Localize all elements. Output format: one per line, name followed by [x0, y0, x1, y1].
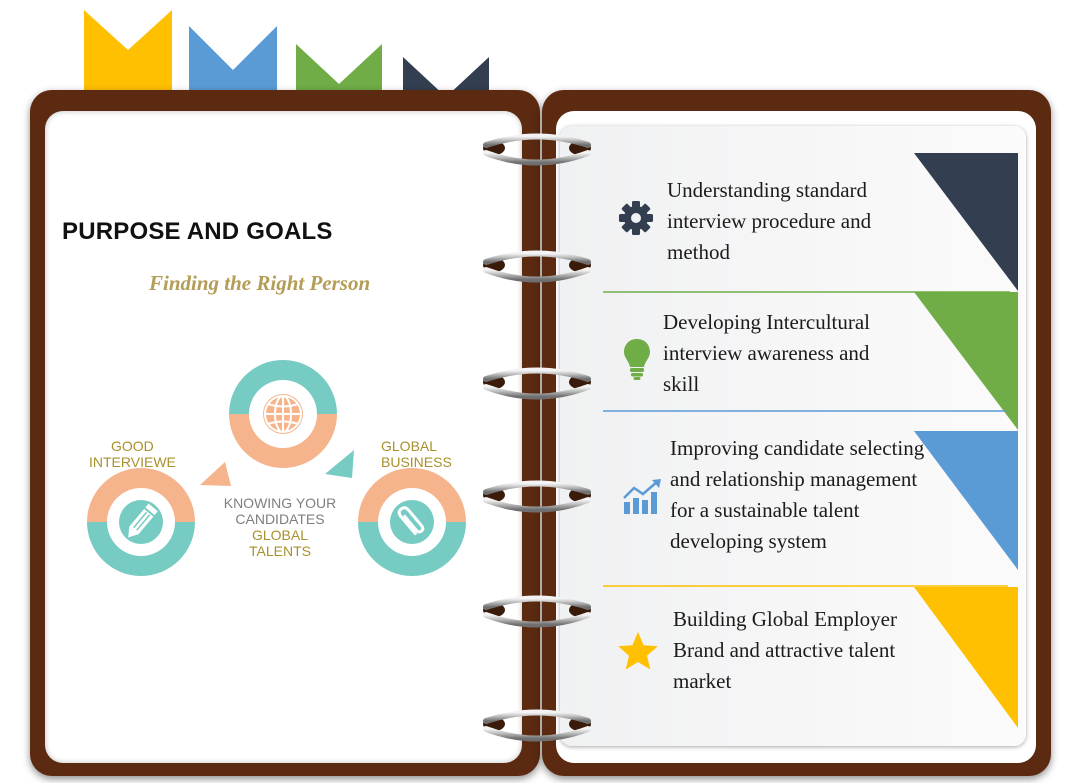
star-icon	[618, 632, 658, 670]
goal-1-text: Understanding standard interview procedu…	[667, 178, 872, 264]
cycle-label-left: GOOD INTERVIEWE	[89, 438, 176, 470]
goal-2-text: Developing Intercultural interview aware…	[663, 310, 871, 396]
binding-ring-3	[483, 367, 591, 400]
binding-ring-1	[483, 133, 591, 166]
arrow-left-to-top	[200, 462, 231, 486]
arrow-top-to-right	[325, 450, 354, 478]
gear-icon	[619, 201, 653, 235]
goal-2-triangle	[914, 292, 1018, 430]
goal-4-triangle	[914, 587, 1018, 728]
pencil-icon	[119, 500, 163, 544]
growth-chart-icon	[623, 479, 661, 514]
goal-3-triangle	[914, 431, 1018, 570]
goal-4-text: Building Global Employer Brand and attra…	[673, 607, 897, 693]
goal-3-text: Improving candidate selecting and relati…	[670, 436, 925, 553]
binding-ring-4	[483, 480, 591, 513]
paperclip-icon	[390, 500, 434, 544]
globe-icon	[263, 394, 303, 434]
spiral-binding	[483, 133, 591, 742]
lightbulb-icon	[624, 339, 650, 380]
cycle-label-right: GLOBAL BUSINESS	[381, 438, 452, 470]
page-subtitle: Finding the Right Person	[149, 271, 371, 295]
binding-ring-6	[483, 709, 591, 742]
goal-1-triangle	[914, 153, 1018, 291]
cycle-label-center: KNOWING YOUR CANDIDATES GLOBAL TALENTS	[223, 495, 337, 559]
bookmark-yellow	[84, 10, 172, 112]
binding-ring-5	[483, 595, 591, 628]
page-title: PURPOSE AND GOALS	[62, 218, 333, 245]
cycle-arrows	[200, 450, 354, 486]
binding-ring-2	[483, 250, 591, 283]
